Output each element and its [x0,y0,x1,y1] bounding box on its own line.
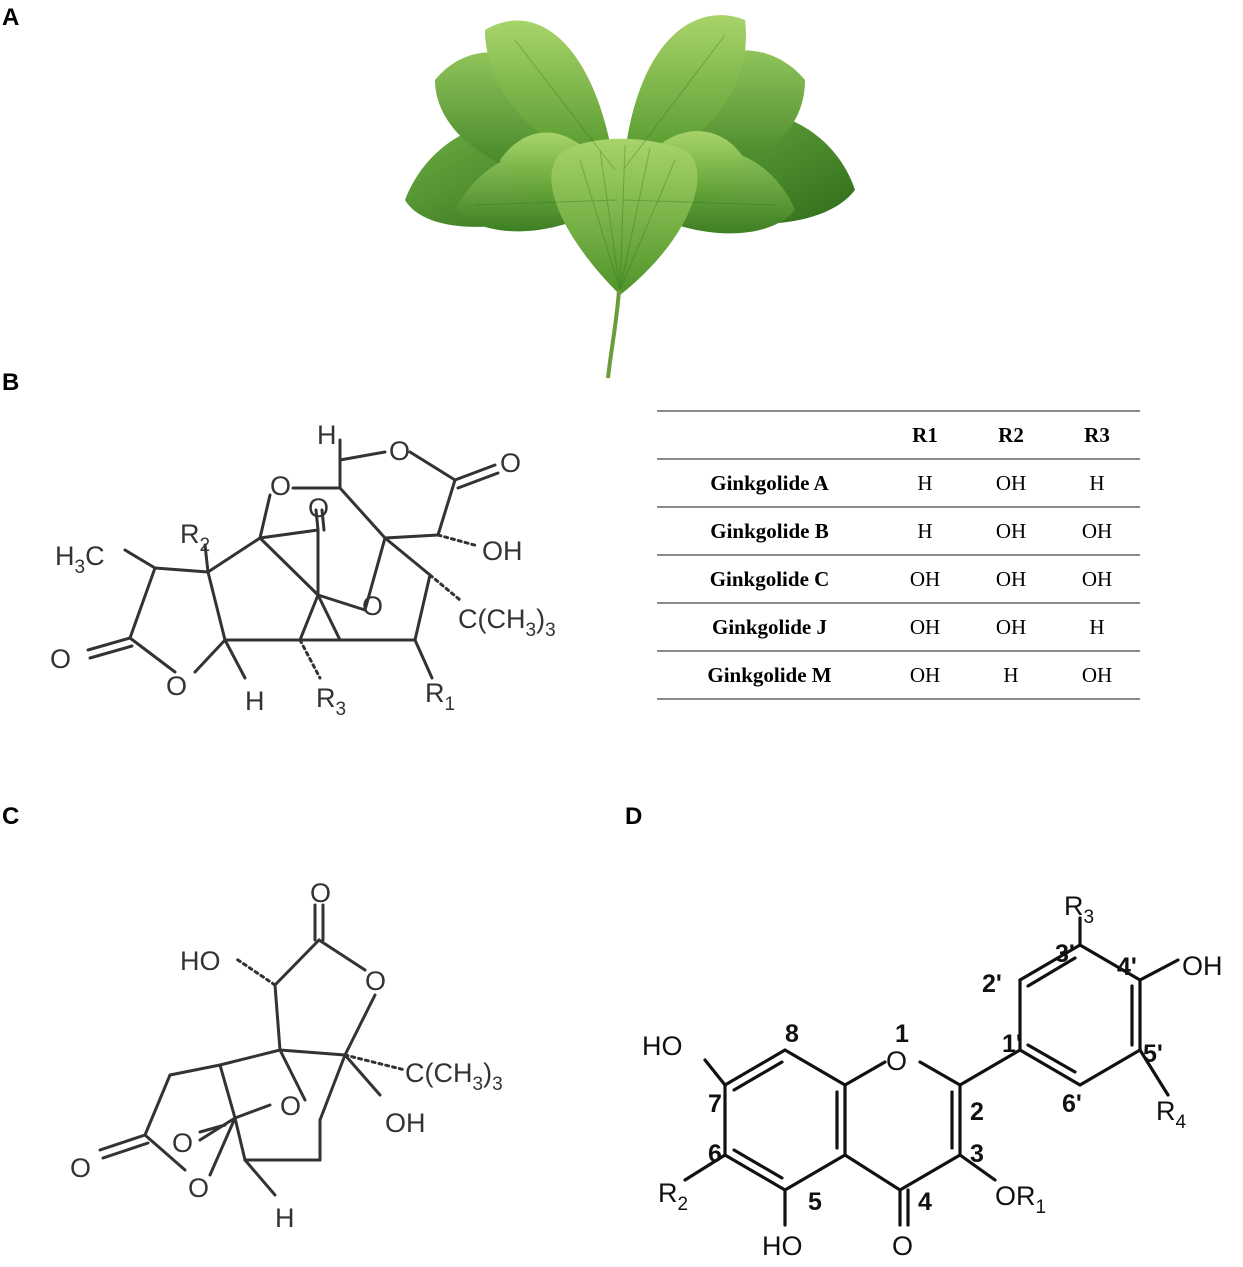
table-header-cell: R3 [1084,422,1110,447]
ginkgolide-table: R1 R2 R3 Ginkgolide A H OH H Ginkgolide … [657,410,1140,700]
table-cell: OH [1081,518,1113,543]
table-header-cell: R1 [912,422,938,447]
struct-b-o-ring1: O [389,436,410,466]
table-cell: Ginkgolide C [709,566,830,591]
table-row: Ginkgolide A H OH H [657,460,1140,508]
struct-d-n4p: 4' [1117,953,1137,981]
struct-d-o1: O [886,1046,907,1076]
table-cell: H [1089,614,1105,639]
struct-d-ho7: HO [642,1031,683,1061]
struct-b-tbu: C(CH3)3 [458,604,556,641]
table-row: Ginkgolide M OH H OH [657,652,1140,700]
table-header-row: R1 R2 R3 [657,412,1140,460]
struct-d-n6p: 6' [1062,1090,1082,1118]
struct-d-ho5: HO [762,1231,803,1261]
struct-d-n7: 7 [708,1090,722,1118]
table-cell: Ginkgolide A [710,470,829,495]
table-cell: Ginkgolide B [710,518,829,543]
struct-d-n1: 1 [895,1020,909,1048]
ginkgo-leaf-image [405,15,855,379]
struct-b-r1: R1 [425,678,455,715]
table-row: Ginkgolide C OH OH OH [657,556,1140,604]
struct-c-ho: HO [180,946,221,976]
table-cell: Ginkgolide M [707,662,832,687]
struct-c-o-ring: O [365,966,386,996]
struct-c-o-carb: O [70,1153,91,1183]
struct-d-n2p: 2' [982,970,1002,998]
table-row: Ginkgolide J OH OH H [657,604,1140,652]
struct-c-o-ring2: O [188,1173,209,1203]
table-header-cell: R2 [998,422,1024,447]
table-cell: OH [1081,566,1113,591]
struct-b-o-ring3: O [362,591,383,621]
struct-d-n6: 6 [708,1140,722,1168]
table-cell: H [1089,470,1105,495]
struct-d-n5p: 5' [1143,1040,1163,1068]
struct-c-o-mid: O [280,1091,301,1121]
table-cell: H [1003,662,1019,687]
table-cell: OH [909,614,941,639]
table-row: Ginkgolide B H OH OH [657,508,1140,556]
ginkgolide-structure: H O O O O OH H3C R2 C(CH3)3 O O O H R3 R… [50,420,556,720]
table-cell: OH [995,470,1027,495]
table-cell: OH [909,662,941,687]
struct-c-oh: OH [385,1108,426,1138]
struct-b-o-ring2: O [166,671,187,701]
struct-b-h-top: H [317,420,337,450]
struct-b-r2: R2 [180,519,210,556]
struct-d-r3: R3 [1064,891,1094,928]
flavonol-structure: R3 OH 4' 3' 2' 1' 5' 6' R4 1 O HO 8 7 2 … [642,891,1223,1261]
struct-d-oh4: OH [1182,951,1223,981]
struct-d-r4: R4 [1156,1096,1187,1133]
struct-b-oh: OH [482,536,523,566]
panel-label-d: D [625,803,643,830]
struct-b-o-lactone: O [50,644,71,674]
panel-label-c: C [2,803,20,830]
table-top-rule [657,410,1140,412]
struct-b-h-bottom: H [245,686,265,716]
struct-c-o-left: O [172,1128,193,1158]
struct-d-n8: 8 [785,1020,799,1048]
struct-d-n3: 3 [970,1140,984,1168]
struct-b-o-carbonyl1: O [500,448,521,478]
table-cell: H [917,470,933,495]
struct-d-n5: 5 [808,1188,822,1216]
bilobalide-structure: O HO O C(CH3)3 O OH O O O H [70,878,503,1233]
table-cell: Ginkgolide J [712,614,827,639]
struct-d-o4: O [892,1231,913,1261]
struct-b-o-bridge: O [270,471,291,501]
struct-d-or1: OR1 [995,1181,1046,1218]
struct-d-n2: 2 [970,1098,984,1126]
panel-label-a: A [2,4,20,31]
struct-d-n3p: 3' [1055,940,1075,968]
struct-d-r2: R2 [658,1178,688,1215]
table-cell: OH [909,566,941,591]
struct-b-o-carbonyl2: O [308,493,329,523]
struct-c-h: H [275,1203,295,1233]
struct-c-tbu: C(CH3)3 [405,1058,503,1095]
panel-label-b: B [2,369,20,396]
table-cell: OH [1081,662,1113,687]
table-cell: OH [995,614,1027,639]
table-cell: H [917,518,933,543]
struct-d-n1p: 1' [1002,1030,1022,1058]
struct-d-n4: 4 [918,1188,932,1216]
struct-c-o-top: O [310,878,331,908]
struct-b-r3: R3 [316,683,346,720]
table-cell: OH [995,518,1027,543]
table-cell: OH [995,566,1027,591]
struct-b-h3c: H3C [55,541,105,578]
